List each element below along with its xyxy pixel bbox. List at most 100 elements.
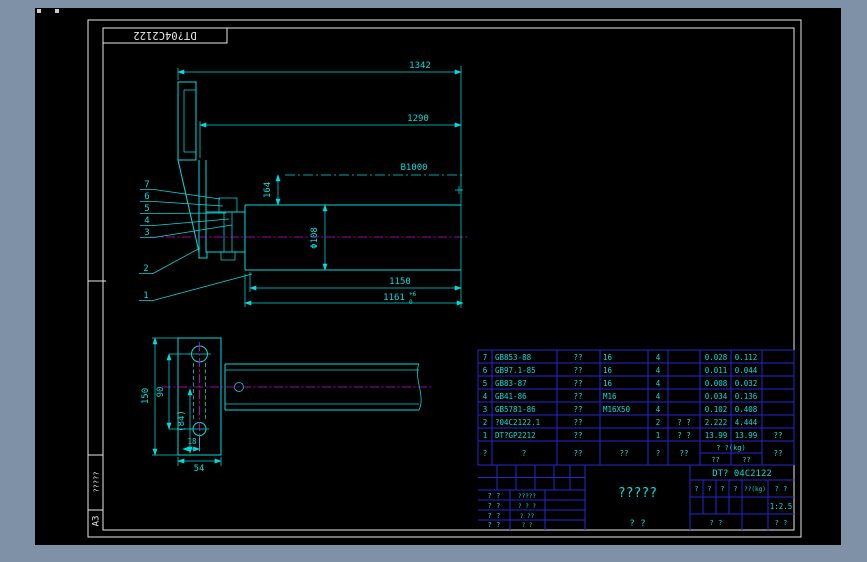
balloon-5: 5	[140, 204, 227, 214]
bom-cell-spec: 16	[603, 379, 613, 388]
bom-cell-spec: M16	[603, 392, 617, 401]
bom-header-name: ??	[573, 449, 582, 458]
title-block-sheet-no: ? ?	[775, 519, 788, 527]
title-block-grid	[478, 465, 794, 530]
bom-cell-material: ? ?	[677, 431, 691, 440]
balloon-3-label: 3	[144, 228, 149, 238]
bom-row: 6 GB97.1-85 ?? 16 4 0.011 0.044	[483, 366, 758, 375]
bom-cell-unit-weight: 0.102	[705, 405, 728, 414]
balloon-2-label: 2	[143, 264, 148, 274]
bom-cell-code: GB41-86	[495, 392, 527, 401]
dim-b1000-label: B1000	[400, 163, 427, 173]
dim-164-label: 164	[263, 182, 273, 198]
dim-150-label: 150	[141, 388, 151, 404]
bom-cell-code: GB5781-86	[495, 405, 536, 414]
bom-row: 1 DT?GP2212 ?? 1 ? ? 13.99 13.99 ??	[483, 431, 783, 440]
balloon-1: 1	[139, 273, 253, 301]
bom-cell-material: ? ?	[677, 418, 691, 427]
balloon-6: 6	[140, 192, 224, 207]
bom-table-grid	[477, 349, 795, 466]
dim-1290-label: 1290	[407, 114, 429, 124]
title-block-stage-mark: ?	[707, 485, 711, 493]
canvas-artifacts	[37, 9, 59, 13]
dim-54-label: 54	[194, 464, 205, 474]
bom-cell-qty: 4	[656, 379, 661, 388]
bom-header-spec: ??	[619, 449, 628, 458]
bom-cell-no: 3	[483, 405, 488, 414]
bom-cell-unit-weight: 2.222	[705, 418, 728, 427]
bom-cell-name: ??	[573, 418, 582, 427]
dim-84-label: (84)	[177, 410, 187, 432]
dim-90-label: 90	[156, 387, 166, 398]
balloon-4-label: 4	[144, 216, 149, 226]
dim-dia108-label: Φ108	[310, 227, 320, 249]
bom-cell-unit-weight: 0.028	[705, 353, 728, 362]
dim-1161-label: 1161	[383, 293, 405, 303]
bom-header-row: ? ? ?? ?? ? ?? ? ?(kg) ?? ?? ??	[483, 444, 783, 464]
bom-cell-code: DT?GP2212	[495, 431, 536, 440]
canvas-background[interactable]	[35, 8, 841, 545]
sign-row-label: ? ?	[488, 492, 501, 500]
main-view-geometry	[177, 81, 463, 271]
bom-cell-no: 4	[483, 392, 488, 401]
balloon-3: 3	[140, 224, 233, 238]
bom-header-weight: ? ?(kg)	[716, 444, 746, 452]
bom-cell-spec: 16	[603, 353, 613, 362]
bom-cell-no: 6	[483, 366, 488, 375]
bom-cell-no: 2	[483, 418, 488, 427]
bom-cell-total-weight: 0.112	[735, 353, 758, 362]
title-block-stage-mark: ?	[720, 485, 724, 493]
title-block-scale-value: 1:2.5	[770, 502, 793, 511]
title-block-weight-label: ??(kg)	[744, 486, 766, 493]
dim-1150-label: 1150	[389, 277, 411, 287]
sign-row-label: ? ?	[488, 502, 501, 510]
title-block-subtitle: ? ?	[629, 519, 645, 529]
balloon-4: 4	[140, 216, 230, 226]
bom-cell-code: GB97.1-85	[495, 366, 536, 375]
bom-cell-spec: M16X50	[603, 405, 631, 414]
bom-cell-qty: 1	[656, 431, 661, 440]
bom-row: 2 ?04C2122.1 ?? 2 ? ? 2.222 4.444	[483, 418, 758, 427]
bom-cell-total-weight: 0.044	[735, 366, 758, 375]
title-block-sheet-total: ? ?	[710, 519, 723, 527]
frame-code-mirrored: DT?04C2122	[133, 29, 196, 41]
sign-row-value: ? ?	[522, 522, 533, 529]
bom-cell-unit-weight: 0.011	[705, 366, 728, 375]
bom-header-remark: ??	[773, 449, 782, 458]
drawing-frame	[87, 19, 802, 538]
dim-18-label: 18	[187, 437, 197, 446]
sign-row-value: ? ??	[520, 513, 535, 520]
bom-cell-total-weight: 4.444	[735, 418, 758, 427]
bom-cell-name: ??	[573, 431, 582, 440]
sheet-size-label: A3	[92, 516, 102, 527]
bom-cell-code: GB83-87	[495, 379, 527, 388]
bom-cell-unit-weight: 0.034	[705, 392, 728, 401]
sign-row-label: ? ?	[488, 512, 501, 520]
sign-row-value: ?????	[518, 493, 536, 500]
title-block-stage-mark: ?	[694, 485, 698, 493]
bom-header-code: ?	[522, 449, 527, 458]
bom-cell-name: ??	[573, 379, 582, 388]
title-block-sign-rows: ? ? ????? ? ? ? ? ? ? ? ? ?? ? ? ? ?	[488, 492, 537, 529]
bom-cell-name: ??	[573, 366, 582, 375]
title-block-scale-label: ? ?	[775, 485, 788, 493]
bom-cell-no: 1	[483, 431, 488, 440]
dim-1161-tol-upper: +6	[409, 291, 417, 298]
title-block-title: ?????	[618, 486, 657, 501]
title-block-drawing-no: DT? 04C2122	[712, 469, 772, 479]
bom-cell-qty: 4	[656, 353, 661, 362]
balloon-2: 2	[139, 247, 201, 274]
bom-cell-name: ??	[573, 392, 582, 401]
dimensions-main	[177, 66, 464, 308]
bom-cell-unit-weight: 0.008	[705, 379, 728, 388]
bom-header-total: ??	[742, 456, 750, 464]
bom-header-no: ?	[483, 449, 488, 458]
balloon-7: 7	[140, 180, 221, 200]
bom-cell-no: 7	[483, 353, 488, 362]
dim-1161-tol-lower: 0	[409, 299, 413, 306]
bom-cell-qty: 4	[656, 392, 661, 401]
bom-row: 4 GB41-86 ?? M16 4 0.034 0.136	[483, 392, 758, 401]
balloon-6-label: 6	[144, 192, 149, 202]
bom-header-material: ??	[679, 449, 688, 458]
